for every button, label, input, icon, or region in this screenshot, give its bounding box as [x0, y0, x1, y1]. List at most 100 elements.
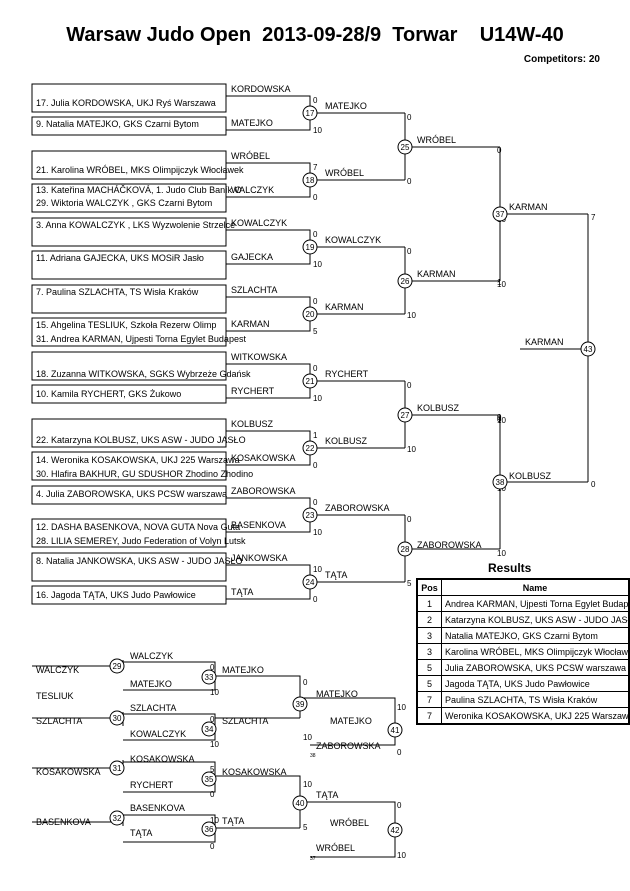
- bracket-label: KOWALCZYK: [325, 235, 381, 245]
- repechage-label: MATEJKO: [316, 689, 358, 699]
- match-number: 19: [306, 243, 315, 252]
- bracket-label: KOLBUSZ: [509, 471, 552, 481]
- bracket-label: TĄTA: [231, 587, 253, 597]
- match-number: 27: [401, 411, 410, 420]
- match-score: 0: [407, 177, 412, 186]
- competitor-entry: 8. Natalia JANKOWSKA, UKS ASW - JUDO JAS…: [36, 556, 243, 566]
- repechage-score: 10: [210, 816, 219, 825]
- bracket-label: WALCZYK: [231, 185, 274, 195]
- bracket-label: KARMAN: [509, 202, 548, 212]
- competitor-entry: 12. DASHA BASENKOVA, NOVA GUTA Nova Guta: [36, 522, 240, 532]
- match-circles: [302, 105, 596, 590]
- result-pos: 7: [416, 707, 442, 725]
- competitors-count: Competitors: 20: [523, 54, 600, 65]
- match-number: 26: [401, 277, 410, 286]
- repechage-label: KOSAKOWSKA: [36, 767, 101, 777]
- match-number: 17: [306, 109, 315, 118]
- repechage-score: 0: [210, 790, 215, 799]
- bracket-label: WITKOWSKA: [231, 352, 287, 362]
- match-score: 0: [407, 515, 412, 524]
- match-score: 10: [313, 528, 322, 537]
- competitor-entry: 9. Natalia MATEJKO, GKS Czarni Bytom: [36, 119, 199, 129]
- result-name: Andrea KARMAN, Ujpesti Torna Egylet Buda…: [441, 595, 630, 612]
- bracket-label: KOSAKOWSKA: [231, 453, 296, 463]
- match-score: 10: [497, 280, 506, 289]
- bracket-label: WRÓBEL: [231, 151, 270, 161]
- match-number: 38: [496, 478, 505, 487]
- page-title: Warsaw Judo Open 2013-09-28/9 Torwar U14…: [66, 24, 564, 46]
- repechage-label: SZLACHTA: [36, 716, 82, 726]
- repechage-score: 5: [303, 823, 308, 832]
- results-header-name: Name: [441, 578, 630, 596]
- repechage-ref: 37: [310, 856, 316, 862]
- match-score: 7: [313, 163, 318, 172]
- match-score: 0: [407, 381, 412, 390]
- bracket-label: KOLBUSZ: [417, 403, 460, 413]
- match-number: 22: [306, 444, 315, 453]
- match-number: 21: [306, 377, 315, 386]
- repechage-score: 0: [210, 715, 215, 724]
- match-score: 10: [313, 260, 322, 269]
- repechage-score: 10: [210, 740, 219, 749]
- competitor-entry: 29. Wiktoria WALCZYK , GKS Czarni Bytom: [36, 198, 212, 208]
- match-score: 0: [497, 146, 502, 155]
- result-name: Jagoda TĄTA, UKS Judo Pawłowice: [441, 675, 630, 692]
- repechage-label: MATEJKO: [222, 665, 264, 675]
- competitor-entry: 14. Weronika KOSAKOWSKA, UKJ 225 Warszaw…: [36, 455, 240, 465]
- match-score: 1: [497, 278, 502, 287]
- repechage-score: 5: [210, 765, 215, 774]
- match-number: 18: [306, 176, 315, 185]
- bracket-label: GAJECKA: [231, 252, 273, 262]
- bracket-label: KORDOWSKA: [231, 84, 291, 94]
- match-score: 0: [313, 297, 318, 306]
- repechage-label: WALCZYK: [130, 651, 173, 661]
- bracket-label: KOLBUSZ: [325, 436, 368, 446]
- match-score: 10: [497, 549, 506, 558]
- result-name: Karolina WRÓBEL, MKS Olimpijczyk Włocław…: [441, 643, 630, 660]
- repechage-score: 0: [397, 748, 402, 757]
- match-score: 10: [497, 416, 506, 425]
- result-pos: 3: [416, 643, 442, 660]
- match-score: 0: [591, 480, 596, 489]
- match-score: 7: [591, 213, 596, 222]
- repechage-label: RYCHERT: [130, 780, 174, 790]
- result-pos: 7: [416, 691, 442, 708]
- match-score: 0: [313, 193, 318, 202]
- competitor-entry: 11. Adriana GAJECKA, UKS MOSiR Jasło: [36, 253, 204, 263]
- match-number: 37: [496, 210, 505, 219]
- match-score: 0: [497, 413, 502, 422]
- repechage-match-number: 39: [296, 700, 305, 709]
- competitor-entry: 31. Andrea KARMAN, Ujpesti Torna Egylet …: [36, 334, 246, 344]
- bracket-label: JANKOWSKA: [231, 553, 288, 563]
- competitor-entry: 4. Julia ZABOROWSKA, UKS PCSW warszawa: [36, 489, 227, 499]
- match-score: 5: [407, 579, 412, 588]
- repechage-label: KOSAKOWSKA: [130, 754, 195, 764]
- repechage-ref: 38: [310, 753, 316, 759]
- repechage-score: 10: [397, 851, 406, 860]
- bracket-label: TĄTA: [325, 570, 347, 580]
- competitor-entry: 7. Paulina SZLACHTA, TS Wisła Kraków: [36, 287, 199, 297]
- result-pos: 1: [416, 595, 442, 612]
- bracket-label: BASENKOVA: [231, 520, 286, 530]
- repechage-label: MATEJKO: [130, 679, 172, 689]
- bracket-label: ZABOROWSKA: [325, 503, 390, 513]
- repechage-label: SZLACHTA: [222, 716, 268, 726]
- repechage-match-number: 41: [391, 726, 400, 735]
- match-score: 0: [313, 595, 318, 604]
- result-name: Julia ZABOROWSKA, UKS PCSW warszawa: [441, 659, 630, 676]
- competitor-entry: 16. Jagoda TĄTA, UKS Judo Pawłowice: [36, 590, 196, 600]
- bracket-label: KARMAN: [325, 302, 364, 312]
- competitor-entry: 22. Katarzyna KOLBUSZ, UKS ASW - JUDO JA…: [36, 435, 246, 445]
- bracket-label: RYCHERT: [325, 369, 369, 379]
- repechage-match-number: 29: [113, 662, 122, 671]
- repechage-label: WRÓBEL: [316, 843, 355, 853]
- match-score: 0: [313, 498, 318, 507]
- competitor-entry: 10. Kamila RYCHERT, GKS Żukowo: [36, 389, 181, 399]
- competitor-entry: 21. Karolina WRÓBEL, MKS Olimpijczyk Wło…: [36, 165, 244, 175]
- bracket-label: WRÓBEL: [325, 168, 364, 178]
- competitor-entry: 18. Zuzanna WITKOWSKA, SGKS Wybrzeże Gda…: [36, 369, 251, 379]
